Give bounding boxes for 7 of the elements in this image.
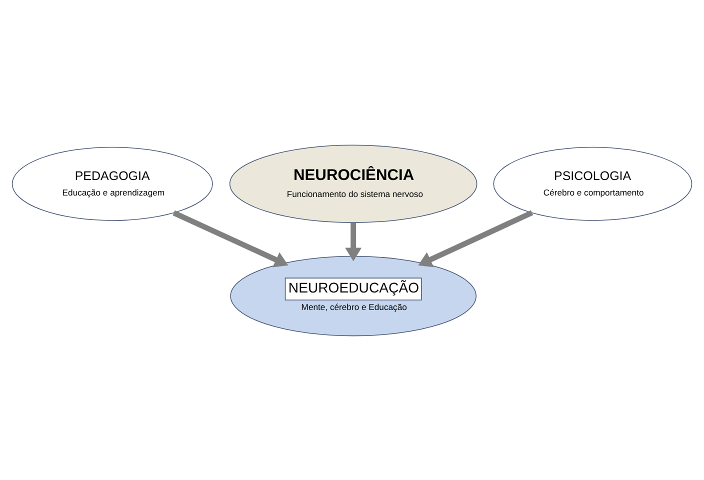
arrow (418, 210, 534, 267)
node-ellipse: NEUROCIÊNCIA Funcionamento do sistema nervoso (229, 144, 478, 222)
arrow (345, 222, 362, 261)
node-ellipse: NEUROEDUCAÇÃO Mente, cérebro e Educação (230, 255, 477, 336)
node-ellipse: PSICOLOGIA Cérebro e comportamento (493, 146, 692, 220)
arrow (172, 210, 288, 267)
node-ellipse: PEDAGOGIA Educação e aprendizagem (12, 146, 213, 220)
